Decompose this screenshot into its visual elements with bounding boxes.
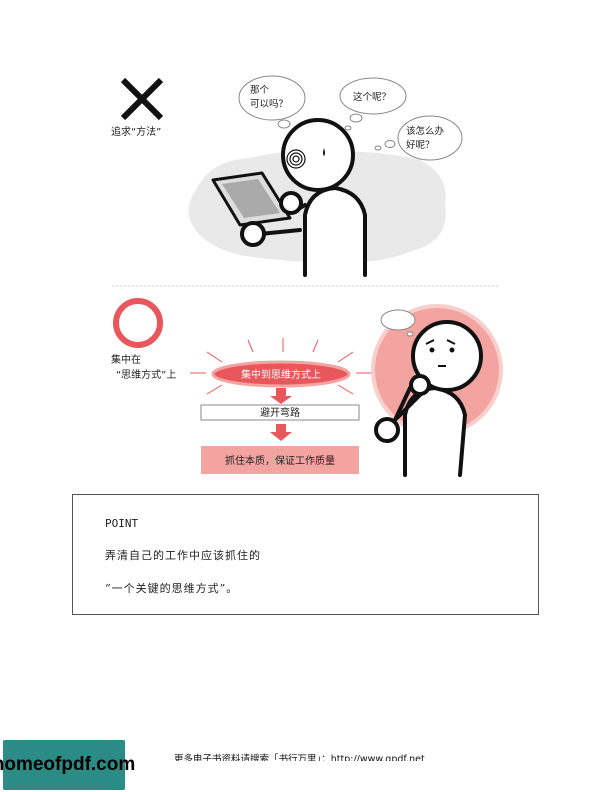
wrong-caption: 追求“方法” — [111, 125, 161, 138]
thought-bubble-3: 该怎么办 好呢？ — [374, 115, 463, 161]
avoid-label: 避开弯路 — [260, 406, 300, 419]
converging-arrows — [190, 338, 372, 395]
avoid-box — [200, 404, 360, 421]
thinking-face — [425, 339, 456, 367]
homeofpdf-logo[interactable]: homeofpdf.com — [0, 740, 135, 790]
point-line-2: “一个关键的思维方式”。 — [105, 582, 239, 595]
point-box: POINT 弄清自己的工作中应该抓住的 “一个关键的思维方式”。 — [72, 494, 539, 615]
point-line-1: 弄清自己的工作中应该抓住的 — [105, 549, 261, 562]
down-arrow-1 — [270, 388, 292, 404]
wrong-x-icon — [120, 77, 164, 121]
sweat-drop-icon — [323, 148, 325, 156]
focus-ellipse — [211, 360, 351, 388]
point-title: POINT — [105, 517, 139, 530]
correct-circle-icon — [113, 298, 163, 348]
bubble-3-line2: 好呢？ — [406, 139, 435, 151]
thought-bubble-2: 这个呢？ — [339, 77, 407, 131]
bubble-3-line1: 该怎么办 — [406, 125, 445, 137]
result-label: 抓住本质，保证工作质量 — [225, 454, 335, 467]
logo-text: homeofpdf.com — [0, 754, 136, 775]
bubble-1-line2: 可以吗？ — [250, 99, 288, 110]
right-caption-line2: “思维方式”上 — [116, 368, 176, 381]
result-box — [201, 446, 359, 474]
small-thought-cloud — [380, 309, 416, 337]
footer-text: 更多电子书资料请搜索「书行万里」：http://www.gpdf.net — [174, 754, 425, 761]
right-caption-line1: 集中在 — [111, 353, 141, 366]
bubble-1-line1: 那个 — [250, 85, 270, 96]
dizzy-eye-icon — [286, 149, 306, 169]
illustration: 那个 可以吗？ 这个呢？ 该怎么办 好呢？ 追求“方法” — [111, 75, 503, 477]
down-arrow-2 — [270, 424, 292, 441]
confused-character — [211, 118, 367, 277]
thinking-character — [374, 320, 483, 477]
bubble-2-line1: 这个呢？ — [353, 91, 391, 103]
focus-label: 集中到思维方式上 — [241, 368, 321, 381]
